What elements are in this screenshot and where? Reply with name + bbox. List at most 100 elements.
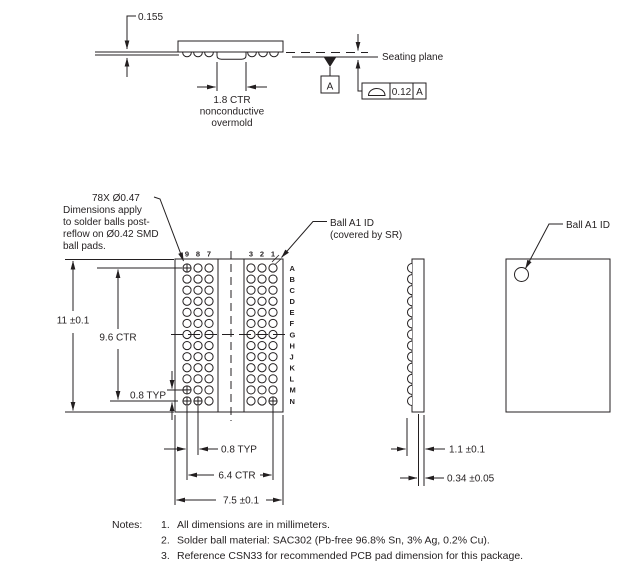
overmold-bump (216, 52, 247, 60)
dim-substrate-thickness-side: 0.34 ±0.05 (447, 474, 495, 485)
dim-col-pitch: 0.8 TYP (221, 445, 257, 456)
dim-substrate-thickness: 0.155 (138, 12, 163, 23)
solder-ball-side (182, 52, 192, 58)
solder-ball-C7 (204, 285, 214, 295)
ball-a1-id-label: Ball A1 ID (330, 218, 374, 229)
side-ball-H (407, 340, 413, 351)
col-label-1: 1 (271, 250, 275, 259)
note-text: All dimensions are in millimeters. (177, 519, 330, 531)
profile-of-surface-icon (367, 88, 386, 96)
solder-ball-F7 (204, 318, 214, 329)
solder-ball-K1 (268, 363, 278, 373)
solder-ball-N7 (204, 396, 214, 406)
dim-width: 7.5 ±0.1 (223, 496, 260, 507)
right-side-view: 1.1 ±0.1 0.34 ±0.05 (391, 258, 495, 486)
solder-ball-L7 (204, 374, 214, 384)
solder-ball-M1 (268, 385, 278, 395)
solder-ball-E7 (204, 307, 214, 317)
side-ball-M (407, 384, 413, 395)
datum-a-label: A (327, 82, 334, 93)
side-ball-D (407, 296, 413, 307)
row-label-K: K (290, 364, 296, 373)
solder-ball-H2 (257, 340, 267, 351)
ball-crosshair-N9 (182, 396, 192, 406)
ball-a1-leader-arrow-top (525, 223, 563, 269)
solder-ball-J3 (246, 352, 256, 362)
row-label-A: A (290, 264, 296, 273)
solder-ball-L9 (182, 374, 192, 384)
note-text: Reference CSN33 for recommended PCB pad … (177, 550, 523, 562)
solder-ball-N2 (257, 396, 267, 406)
col-label-3: 3 (249, 250, 253, 259)
solder-ball-B2 (257, 274, 267, 284)
solder-ball-J9 (182, 352, 192, 362)
side-profile-view: 0.155 1.8 CTR nonconductive overmold Sea… (95, 12, 444, 129)
solder-ball-F8 (193, 318, 203, 329)
row-label-H: H (290, 341, 295, 350)
solder-ball-M2 (257, 385, 267, 395)
sr-corner-mark (275, 258, 282, 265)
sr-corner-mark (271, 254, 280, 263)
solder-ball-C9 (182, 285, 192, 295)
solder-ball-B7 (204, 274, 214, 284)
fcf-leader-arrow-up (355, 59, 362, 92)
balls-note-line3: to solder balls post- (63, 217, 150, 228)
solder-ball-K3 (246, 363, 256, 373)
dim-rows-ctr: 9.6 CTR (99, 333, 136, 344)
solder-ball-C3 (246, 285, 256, 295)
solder-ball-A3 (246, 263, 256, 273)
solder-ball-D2 (257, 296, 267, 306)
solder-ball-B3 (246, 274, 256, 284)
solder-ball-F9 (182, 318, 192, 329)
fcf-datum: A (416, 87, 423, 98)
datum-triangle (324, 57, 336, 67)
solder-ball-E1 (268, 307, 278, 317)
overmold-note-line3: overmold (211, 118, 252, 129)
ball-a1-covered-label: (covered by SR) (330, 230, 402, 241)
solder-ball-C8 (193, 285, 203, 295)
solder-ball-side (193, 52, 203, 58)
solder-ball-L8 (193, 374, 203, 384)
ball-crosshair-N1 (268, 396, 278, 406)
solder-ball-M8 (193, 385, 203, 395)
solder-ball-side (204, 52, 214, 58)
side-ball-N (407, 395, 413, 406)
row-label-M: M (290, 386, 296, 395)
package-side-outline (411, 258, 425, 413)
solder-ball-L2 (257, 374, 267, 384)
note-number: 3. (161, 550, 170, 562)
solder-ball-H1 (268, 340, 278, 351)
seating-plane-label: Seating plane (382, 52, 444, 63)
solder-ball-N3 (246, 396, 256, 406)
solder-ball-D1 (268, 296, 278, 306)
note-text: Solder ball material: SAC302 (Pb-free 96… (177, 535, 490, 547)
solder-ball-K8 (193, 363, 203, 373)
package-body (177, 40, 284, 53)
solder-ball-K9 (182, 363, 192, 373)
ball-a1-id-label-top: Ball A1 ID (566, 220, 610, 231)
row-label-C: C (290, 286, 296, 295)
notes-section: Notes: 1. All dimensions are in millimet… (112, 519, 523, 562)
fcf-frame (361, 82, 427, 100)
balls-count-dim: 78X Ø0.47 (92, 193, 140, 204)
solder-ball-D8 (193, 296, 203, 306)
fcf-tolerance: 0.12 (392, 87, 412, 98)
row-label-J: J (290, 352, 294, 361)
overmold-dim-label: 1.8 CTR (213, 95, 250, 106)
dim-0155-leader-arrow (124, 15, 136, 50)
package-top-outline (505, 258, 611, 413)
col-label-2: 2 (260, 250, 264, 259)
side-ball-C (407, 285, 413, 296)
ball-a1-leader-arrow (281, 221, 327, 258)
dim-row-pitch: 0.8 TYP (130, 391, 166, 402)
solder-ball-L3 (246, 374, 256, 384)
solder-ball-A1 (268, 263, 278, 273)
side-ball-G (407, 329, 413, 340)
solder-ball-J2 (257, 352, 267, 362)
top-face-view: Ball A1 ID (505, 220, 611, 413)
row-label-E: E (290, 308, 295, 317)
